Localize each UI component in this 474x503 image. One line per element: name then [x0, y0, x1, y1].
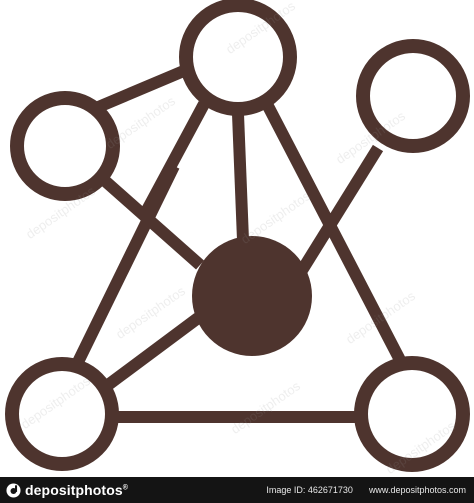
image-id: Image ID: 462671730: [266, 485, 353, 495]
atom-center: [192, 236, 312, 356]
brand: depositphotos®: [6, 482, 128, 498]
bond-center-to-bottom-left: [104, 313, 202, 390]
site-url[interactable]: www.depositphotos.com: [368, 485, 466, 495]
bond-top-to-right: [262, 103, 406, 363]
atom-top: [179, 0, 297, 116]
depositphotos-logo-icon: [6, 482, 21, 498]
footer-bar: depositphotos® Image ID: 462671730 www.d…: [0, 477, 474, 503]
bond-apex-to-bottom-left: [72, 163, 180, 365]
atom-bottom-right: [354, 356, 470, 472]
bond-upper-right-to-center: [290, 144, 384, 284]
brand-name: depositphotos®: [25, 482, 129, 498]
molecular-network-icon: [5, 0, 470, 472]
atom-left: [10, 91, 120, 201]
atom-upper-right: [356, 39, 470, 153]
bond-top-to-center: [232, 113, 249, 241]
atom-bottom-left: [5, 357, 119, 471]
bond-left-to-top: [93, 64, 189, 114]
